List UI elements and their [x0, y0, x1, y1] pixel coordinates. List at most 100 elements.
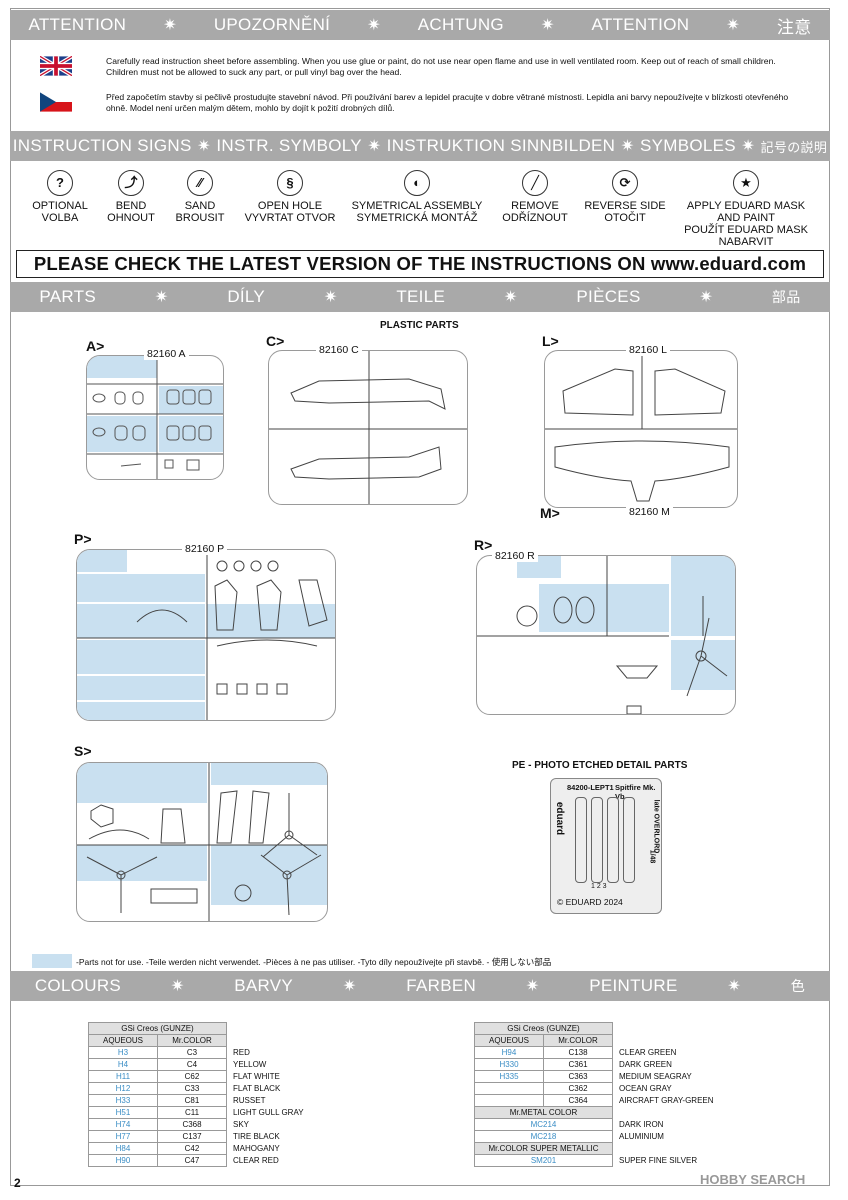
sprue-r-label: R> — [474, 537, 493, 553]
mrcolor-code: C364 — [543, 1094, 613, 1107]
mrcolor-code: C81 — [157, 1094, 227, 1107]
band-label: 記号の説明 — [760, 139, 828, 155]
colours-band: COLOURS✷ BARVY✷ FARBEN✷ PEINTURE✷ 色 — [10, 971, 830, 1001]
mrcolor-code: C362 — [543, 1082, 613, 1095]
aqueous-code: H94 — [474, 1046, 544, 1059]
star-icon: ★ — [733, 170, 759, 196]
aqueous-code: H77 — [88, 1130, 158, 1143]
table-row: C362 OCEAN GRAY — [474, 1082, 744, 1095]
band-label: INSTRUCTION SIGNS — [12, 136, 192, 155]
warning-text: Carefully read instruction sheet before … — [106, 56, 776, 77]
mrcolor-code: C62 — [157, 1070, 227, 1083]
band-label: SYMBOLES — [639, 136, 736, 155]
check-latest-banner: PLEASE CHECK THE LATEST VERSION OF THE I… — [16, 250, 824, 278]
band-label: INSTRUKTION SINNBILDEN — [386, 136, 616, 155]
colour-name: CLEAR RED — [233, 1156, 279, 1165]
mrcolor-code: C138 — [543, 1046, 613, 1059]
flip-icon: ⟳ — [612, 170, 638, 196]
unused-parts-note: -Parts not for use. -Teile werden nicht … — [76, 957, 552, 967]
mrcolor-code: C363 — [543, 1070, 613, 1083]
colour-name: MAHOGANY — [233, 1144, 280, 1153]
colour-name: RUSSET — [233, 1096, 266, 1105]
band-label: DÍLY — [227, 287, 266, 306]
aqueous-code: H84 — [88, 1142, 158, 1155]
band-label: ATTENTION — [591, 15, 690, 34]
band-label: FARBEN — [406, 976, 477, 995]
aqueous-code: H33 — [88, 1094, 158, 1107]
mrcolor-code: C42 — [157, 1142, 227, 1155]
band-label: 部品 — [771, 289, 801, 305]
sprue-a — [86, 355, 224, 480]
super-metallic-header: Mr.COLOR SUPER METALLIC — [474, 1142, 613, 1155]
drill-icon: § — [277, 170, 303, 196]
aqueous-code: H90 — [88, 1154, 158, 1167]
sprue-s — [76, 762, 328, 922]
watermark: HOBBY SEARCH — [700, 1172, 806, 1187]
colour-name: DARK GREEN — [619, 1060, 672, 1069]
aqueous-code: H74 — [88, 1118, 158, 1131]
czech-flag-icon — [40, 92, 72, 112]
sprue-m-label: M> — [540, 505, 560, 521]
sprue-a-label: A> — [86, 338, 105, 354]
sprue-s-label: S> — [74, 743, 92, 759]
aqueous-code: H51 — [88, 1106, 158, 1119]
sprue-l-code: 82160 L — [626, 344, 670, 356]
metal-code: MC214 — [474, 1118, 613, 1131]
mrcolor-code: C368 — [157, 1118, 227, 1131]
band-label: TEILE — [396, 287, 446, 306]
warning-en: Carefully read instruction sheet before … — [40, 56, 806, 78]
sprue-c-code: 82160 C — [316, 344, 362, 356]
mrcolor-code: C47 — [157, 1154, 227, 1167]
sprue-c-label: C> — [266, 333, 285, 349]
table-brand: GSi Creos (GUNZE) — [88, 1022, 227, 1035]
metal-colour-header: Mr.METAL COLOR — [474, 1106, 613, 1119]
aqueous-code: H4 — [88, 1058, 158, 1071]
warning-cz: Před započetím stavby si pečlivě prostud… — [40, 92, 806, 114]
aqueous-code: H335 — [474, 1070, 544, 1083]
unused-parts-swatch — [32, 954, 72, 968]
uk-flag-icon — [40, 56, 72, 76]
sprue-lm — [544, 350, 738, 508]
table-row: Mr.METAL COLOR — [474, 1106, 744, 1119]
aqueous-code: H3 — [88, 1046, 158, 1059]
pe-fret-copyright: © EDUARD 2024 — [557, 897, 623, 907]
band-label: PIÈCES — [576, 287, 641, 306]
colour-name: FLAT WHITE — [233, 1072, 280, 1081]
table-cell — [613, 1107, 744, 1119]
aqueous-code: H12 — [88, 1082, 158, 1095]
sprue-c — [268, 350, 468, 505]
colour-name: YELLOW — [233, 1060, 267, 1069]
bend-icon: ⤴ — [118, 170, 144, 196]
band-label: UPOZORNĚNÍ — [213, 15, 331, 34]
sprue-l-label: L> — [542, 333, 559, 349]
super-metallic-code: SM201 — [474, 1154, 613, 1167]
pe-fret-scale: 1/48 — [648, 849, 656, 864]
pe-fret-variant: late OVERLORD — [652, 799, 660, 854]
band-label: PEINTURE — [589, 976, 678, 995]
colour-name: LIGHT GULL GRAY — [233, 1108, 304, 1117]
attention-band: ATTENTION✷ UPOZORNĚNÍ✷ ACHTUNG✷ ATTENTIO… — [10, 10, 830, 40]
knife-icon: ╱ — [522, 170, 548, 196]
signs-band: INSTRUCTION SIGNS✷ INSTR. SYMBOLY✷ INSTR… — [10, 131, 830, 161]
colour-name: OCEAN GRAY — [619, 1084, 672, 1093]
table-brand: GSi Creos (GUNZE) — [474, 1022, 613, 1035]
